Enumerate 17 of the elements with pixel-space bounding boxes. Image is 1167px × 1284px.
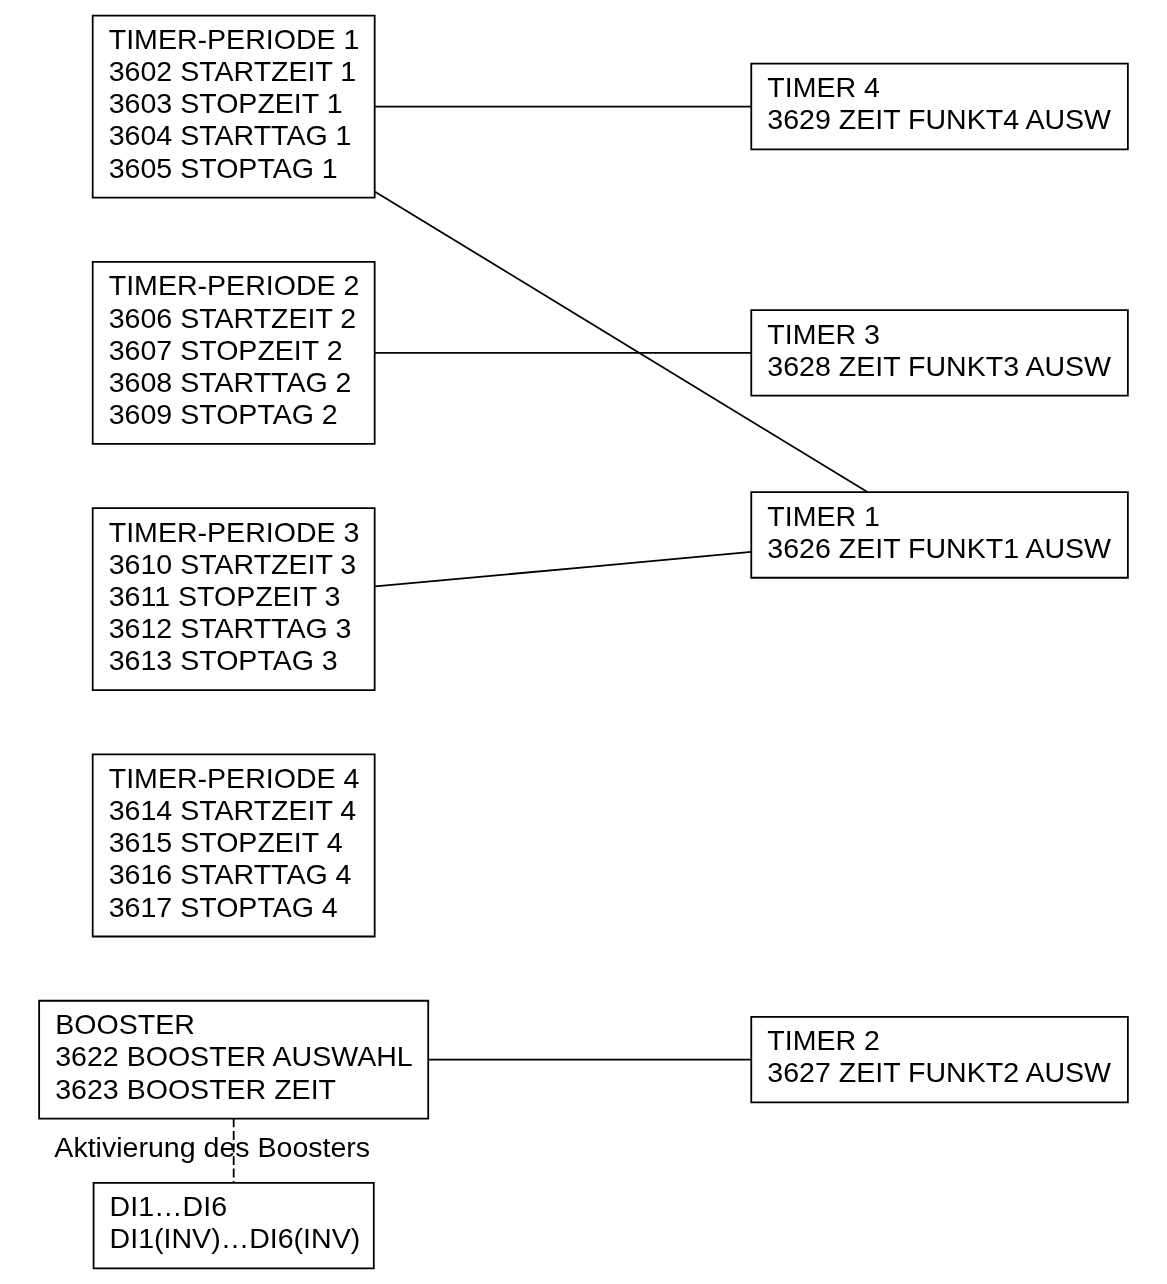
node-box: TIMER 3 3628 ZEIT FUNKT3 AUSW <box>750 309 1129 397</box>
node-box: TIMER 1 3626 ZEIT FUNKT1 AUSW <box>750 491 1129 579</box>
node-box: BOOSTER 3622 BOOSTER AUSWAHL 3623 BOOSTER ZEIT <box>38 999 430 1120</box>
node-box: TIMER-PERIODE 4 3614 STARTZEIT 4 3615 STOPZEIT 4 3616 STARTTAG 4 3617 STOPTAG 4 <box>91 753 376 938</box>
connector <box>427 1058 752 1061</box>
connector <box>374 190 869 493</box>
node-box: TIMER 2 3627 ZEIT FUNKT2 AUSW <box>750 1015 1129 1104</box>
node-box: DI1…DI6 DI1(INV)…DI6(INV) <box>92 1181 375 1270</box>
node-box: TIMER-PERIODE 3 3610 STARTZEIT 3 3611 STOPZEIT 3 3612 STARTTAG 3 3613 STOPTAG 3 <box>91 507 376 692</box>
connector <box>232 1117 235 1183</box>
node-box: TIMER-PERIODE 2 3606 STARTZEIT 2 3607 STOPZEIT 2 3608 STARTTAG 2 3609 STOPTAG 2 <box>91 260 376 445</box>
connector <box>374 551 753 588</box>
connector <box>374 105 753 108</box>
node-box: TIMER 4 3629 ZEIT FUNKT4 AUSW <box>750 62 1129 151</box>
connector <box>374 351 753 354</box>
edge-label: Aktivierung des Boosters <box>54 1131 371 1164</box>
node-box: TIMER-PERIODE 1 3602 STARTZEIT 1 3603 STOPZEIT 1 3604 STARTTAG 1 3605 STOPTAG 1 <box>91 14 376 199</box>
